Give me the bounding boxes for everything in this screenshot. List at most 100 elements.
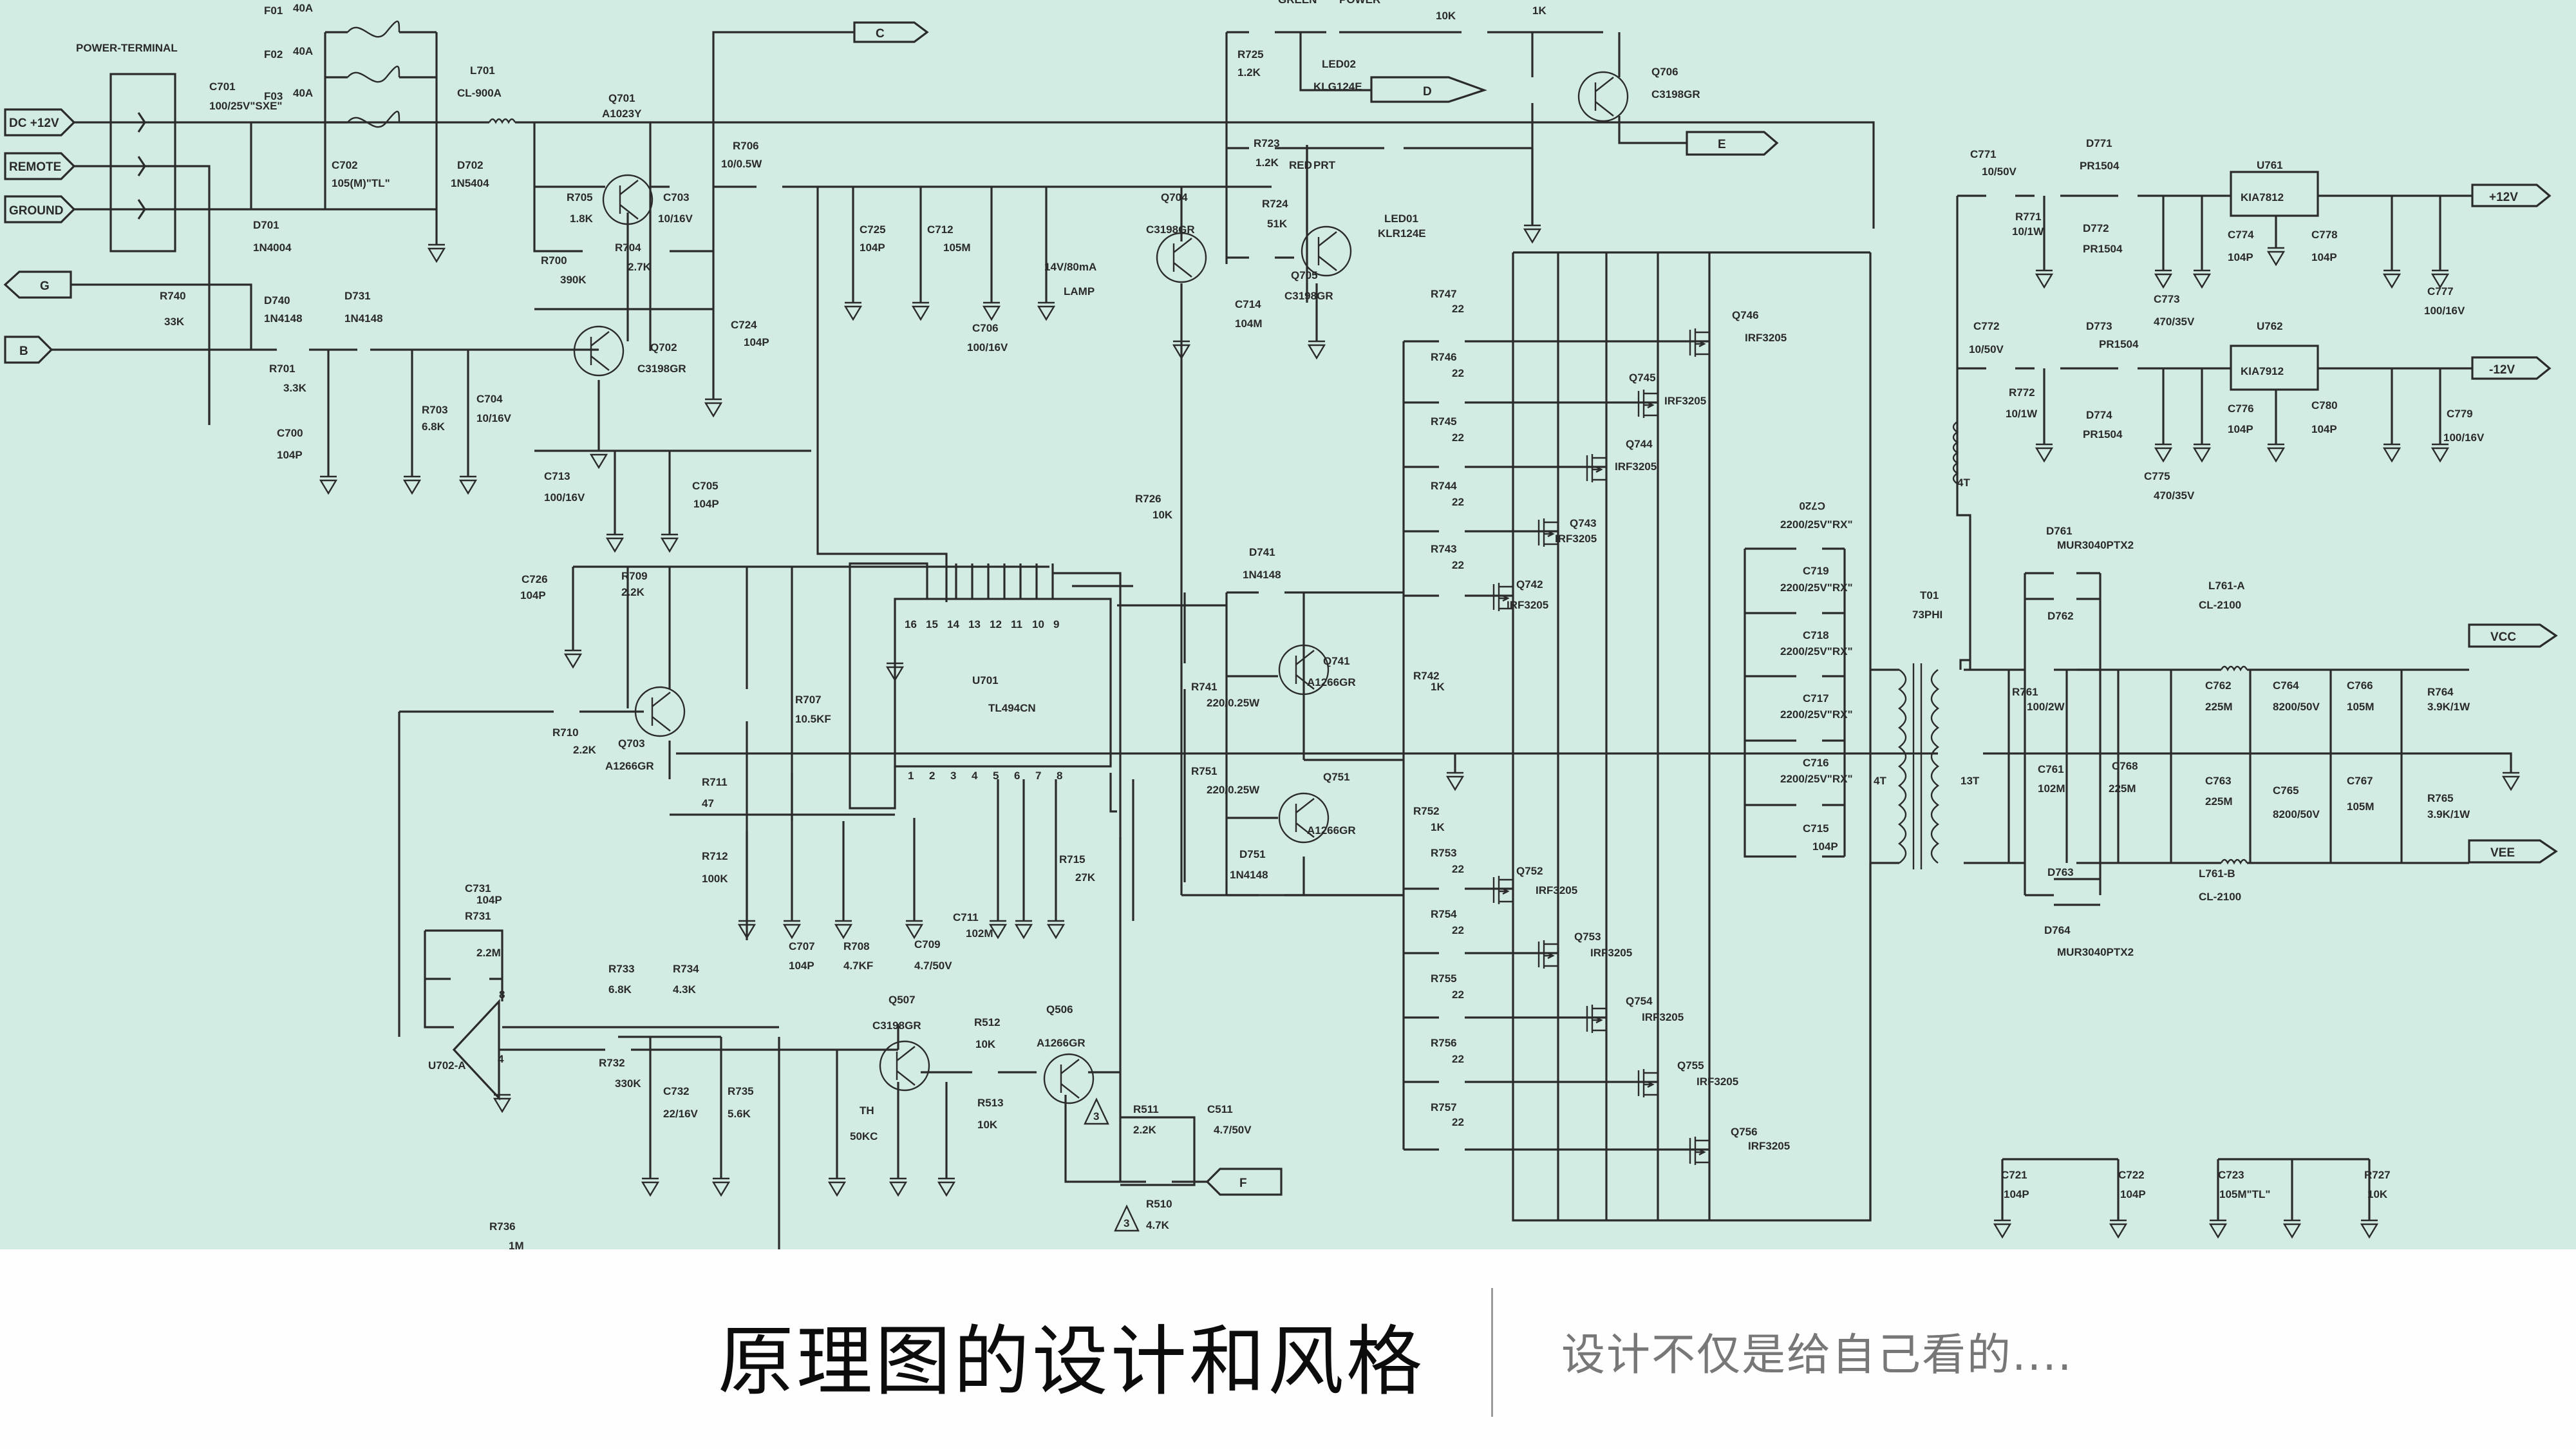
label-r734: R734 [673,963,699,975]
label-lampv: 14V/80mA [1044,261,1096,273]
label-c723v: 105M"TL" [2219,1188,2270,1200]
port-remote: REMOTE [4,152,76,180]
label-c707v: 104P [789,960,814,972]
label-c771: C771 [1970,148,1997,160]
label-c764v: 8200/50V [2273,701,2320,713]
label-r735: R735 [728,1085,754,1097]
resistor-value-22: 22 [1452,924,1464,936]
label-c707: C707 [789,940,815,952]
label-q704v: C3198GR [1146,223,1195,236]
label-lamp: LAMP [1064,285,1095,298]
label-c703: C703 [663,191,690,204]
schematic-diagram: DC +12V REMOTE GROUND G B C D E F +12V -… [0,0,2576,1249]
ground-icon [827,1177,847,1197]
label-r706v: 10/0.5W [721,158,762,170]
transformer-core-icon [1912,663,1923,869]
ground-icon [2154,269,2173,289]
label-r747: R747 [1431,288,1457,300]
label-d772: D772 [2083,222,2109,234]
ground-icon [834,920,853,939]
label-led01: LED01 [1384,213,1418,225]
label-c711v: 102M [966,927,993,940]
label-r511v: 2.2K [1133,1124,1157,1136]
q701-transistor-body [619,180,639,220]
label-r709: R709 [621,570,648,582]
wire [1618,116,1687,144]
label-d772v: PR1504 [2083,243,2123,255]
u761-part: KIA7812 [2241,191,2284,204]
label-r706: R706 [733,140,759,152]
wire [533,122,583,252]
label-q751: Q751 [1323,771,1350,783]
label-d774: D774 [2086,409,2112,421]
u701-pin-2: 2 [929,770,935,782]
q751-transistor-body [1295,798,1315,838]
label-c775: C775 [2144,470,2170,482]
wire [425,929,503,1001]
u701-pin-8: 8 [1057,770,1062,782]
mosfet-icon [1637,390,1658,418]
label-c772v: 10/50V [1969,343,2004,355]
label-r708v: 4.7KF [843,960,873,972]
mosfet-icon [1537,940,1558,969]
ground-icon [589,450,608,469]
label-q506: Q506 [1046,1003,1073,1016]
label-r761: R761 [2012,686,2038,698]
label-r736v: 1M [509,1240,524,1249]
label-d741: D741 [1249,546,1275,558]
capacitor-value-rx: 2200/25V"RX" [1780,773,1853,785]
port-dc12v: DC +12V [4,108,76,137]
label-r711v: 47 [702,797,714,810]
transformer-primary-icon [1898,669,1907,864]
label-l701: L701 [470,64,495,77]
label-c715: C715 [1803,822,1829,835]
svg-text:G: G [40,279,50,293]
wire [1959,659,1970,670]
label-t01: T01 [1920,589,1939,601]
label-d702v: 1N5404 [451,177,489,189]
label-c726: C726 [522,573,548,585]
ground-icon [782,920,802,939]
label-f01: F01 [264,5,283,17]
label-u702: U702-A [428,1059,466,1072]
label-r741v: 220/0.25W [1207,697,1260,709]
label-r707: R707 [795,694,822,706]
label-r724v: 51K [1267,218,1288,230]
mosfet-icon [1492,583,1513,611]
label-green: GREEN [1278,0,1317,6]
resistor-value-22: 22 [1452,1116,1464,1128]
ground-icon [2430,443,2450,462]
warning-triangle-icon [1114,1204,1140,1232]
label-r710v: 2.2K [573,744,597,756]
u701-pin-14: 14 [947,618,959,630]
u701-pin-7: 7 [1035,770,1041,782]
label-r512v: 10K [975,1038,996,1050]
mosfet-part-irf3205: IRF3205 [1697,1075,1738,1088]
ground-icon [1993,1219,2012,1238]
label-c762v: 225M [2205,701,2233,713]
label-r726v: 10K [1152,509,1173,521]
label-r753: R753 [1431,847,1457,859]
label-r732v: 330K [615,1077,641,1090]
label-led02v: KLG124E [1313,80,1362,93]
label-c725: C725 [860,223,886,236]
svg-text:VEE: VEE [2490,846,2515,860]
label-r723: R723 [1254,137,1280,149]
label-t01v: 73PHI [1912,609,1942,621]
label-r754: R754 [1431,908,1457,920]
label-led02: LED02 [1322,58,1356,70]
u762-part: KIA7912 [2241,365,2284,377]
u701-pin-4: 4 [972,770,978,782]
label-q741: Q741 [1323,655,1350,667]
label-prt: PRT [1313,159,1336,171]
label-r510: R510 [1146,1198,1172,1210]
wire [816,187,948,602]
label-q756: Q756 [1731,1126,1758,1138]
label-c763: C763 [2205,775,2232,787]
label-c700v: 104P [277,449,303,461]
label-q753: Q753 [1574,931,1601,943]
wire [1299,32,1371,91]
port-f: F [1205,1168,1283,1196]
q702-transistor-body [590,331,610,371]
inductor-l761a-icon [2220,665,2248,672]
